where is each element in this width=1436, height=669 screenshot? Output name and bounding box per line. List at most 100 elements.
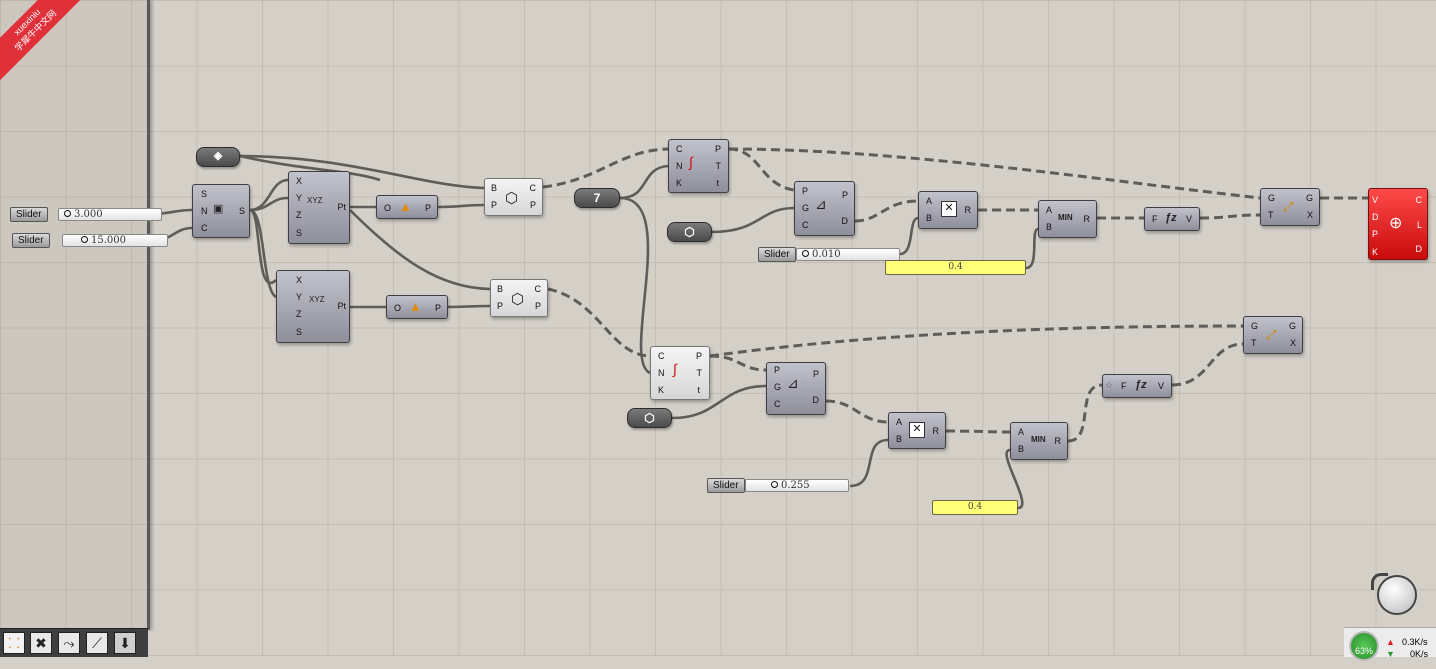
input-pin: B [1018, 444, 1025, 454]
slider-track[interactable]: 0.255 [745, 479, 849, 492]
render-component-error[interactable]: V D P K ⊕ C L D [1368, 188, 1428, 260]
move-icon: ⤢ [1283, 199, 1294, 214]
input-pin: T [1268, 210, 1274, 220]
multiply-component-1[interactable]: A B ✕ R [918, 191, 978, 229]
minimum-component-2[interactable]: A B MIN R [1010, 422, 1068, 460]
slider-knob[interactable] [771, 481, 778, 488]
curve-param-bottom[interactable]: ⬡ [627, 408, 672, 428]
closest-point-icon: ⊿ [787, 375, 799, 391]
xyz-icon: XYZ [309, 295, 325, 304]
input-pin: S [296, 228, 303, 238]
construct-point-component-2[interactable]: X Y Z S XYZ Pt [276, 270, 350, 343]
input-pin: S [201, 189, 208, 199]
multiply-component-2[interactable]: A B ✕ R [888, 412, 946, 449]
output-pin: C [529, 183, 537, 193]
curve-param-top[interactable]: ⬡ [667, 222, 712, 242]
panel-divider[interactable] [147, 0, 150, 630]
square-grid-component[interactable]: S N C ▣ S [192, 184, 250, 238]
input-pin: B [497, 284, 504, 294]
value-panel-2[interactable]: 0.4 [932, 500, 1018, 515]
output-pin: G [1305, 193, 1313, 203]
output-pin: R [964, 205, 972, 215]
input-pin: K [1372, 247, 1379, 257]
input-pin: G [1268, 193, 1276, 203]
input-pin: B [926, 213, 933, 223]
minimum-component-1[interactable]: A B MIN R [1038, 200, 1097, 238]
number-param[interactable]: 7 [574, 188, 620, 208]
input-pin: G [774, 382, 782, 392]
galapagos-icon[interactable]: ⸬ [3, 632, 25, 654]
move-icon: ⤢ [1266, 327, 1277, 342]
slider-distance-1[interactable]: Slider 0.010 [758, 247, 902, 262]
curve-draw-icon[interactable]: ⤳ [58, 632, 80, 654]
curve-icon: ⬡ [684, 225, 695, 239]
move-component-1[interactable]: G T ⤢ G X [1260, 188, 1320, 226]
slider-track[interactable]: 0.010 [796, 248, 900, 261]
line-draw-icon[interactable]: ⟋ [86, 632, 108, 654]
input-pin: X [296, 275, 303, 285]
input-pin: Y [296, 292, 303, 302]
slider-label: Slider [12, 233, 50, 248]
function-component-2[interactable]: ☆ F ƒz V [1102, 374, 1172, 398]
xyz-icon: XYZ [307, 196, 323, 205]
navigation-wheel[interactable] [1371, 573, 1417, 615]
input-pin: B [491, 183, 498, 193]
function-icon: ƒz [1135, 379, 1147, 391]
input-pin: P [497, 301, 504, 311]
cpu-meter: 63% [1349, 631, 1379, 661]
input-pin: N [201, 206, 208, 216]
slider-u-count[interactable]: Slider 3.000 [10, 207, 162, 222]
value-panel-1[interactable]: 0.4 [885, 260, 1026, 275]
cancel-icon[interactable]: ✖ [30, 632, 52, 654]
output-pin: P [424, 203, 431, 213]
plane-icon: ▲ [399, 199, 412, 214]
slider-track[interactable]: 15.000 [62, 234, 168, 247]
output-pin: R [1054, 436, 1062, 446]
output-pin: P [434, 303, 441, 313]
output-pin: R [932, 426, 940, 436]
output-pin: T [696, 368, 703, 378]
box-component-2[interactable]: B P ⬡ C P [490, 279, 548, 317]
brep-param[interactable]: ◈ [196, 147, 240, 167]
divide-curve-component-1[interactable]: C N K ∫ P T t [668, 139, 729, 193]
slider-knob[interactable] [81, 236, 88, 243]
output-pin: Pt [337, 301, 346, 311]
brep-icon: ◈ [213, 150, 223, 162]
output-pin: P [812, 369, 819, 379]
slider-distance-2[interactable]: Slider 0.255 [707, 478, 851, 493]
output-pin: D [812, 395, 820, 405]
output-pin: D [1415, 244, 1423, 254]
slider-knob[interactable] [64, 210, 71, 217]
output-pin: C [1415, 195, 1423, 205]
slider-value: 15.000 [91, 235, 126, 246]
box-icon: ⬡ [505, 190, 519, 207]
input-pin: Z [296, 309, 302, 319]
slider-label: Slider [758, 247, 796, 262]
xy-plane-component-1[interactable]: O ▲ P [376, 195, 438, 219]
deconstruct-point-component-1[interactable]: X Y Z S XYZ Pt [288, 171, 350, 244]
output-pin: P [841, 190, 848, 200]
xy-plane-component-2[interactable]: O ▲ P [386, 295, 448, 319]
box-component-1[interactable]: B P ⬡ C P [484, 178, 543, 216]
slider-v-count[interactable]: Slider 15.000 [12, 233, 168, 248]
divide-curve-component-2[interactable]: C N K ∫ P T t [650, 346, 710, 400]
slider-value: 3.000 [74, 209, 103, 220]
input-pin: C [201, 223, 208, 233]
box-icon: ⬡ [511, 291, 525, 308]
input-pin: A [1046, 205, 1053, 215]
move-component-2[interactable]: G T ⤢ G X [1243, 316, 1303, 354]
curve-closest-point-component-1[interactable]: P G C ⊿ P D [794, 181, 855, 236]
input-pin: P [1372, 229, 1379, 239]
function-component-1[interactable]: F ƒz V [1144, 207, 1200, 231]
input-pin: Z [296, 210, 302, 220]
slider-track[interactable]: 3.000 [58, 208, 162, 221]
bake-icon[interactable]: ⬇ [114, 632, 136, 654]
slider-knob[interactable] [802, 250, 809, 257]
output-pin: t [697, 385, 700, 395]
curve-closest-point-component-2[interactable]: P G C ⊿ P D [766, 362, 826, 415]
input-pin: P [802, 186, 809, 196]
divide-curve-icon: ∫ [673, 361, 677, 377]
divide-curve-icon: ∫ [689, 154, 693, 170]
